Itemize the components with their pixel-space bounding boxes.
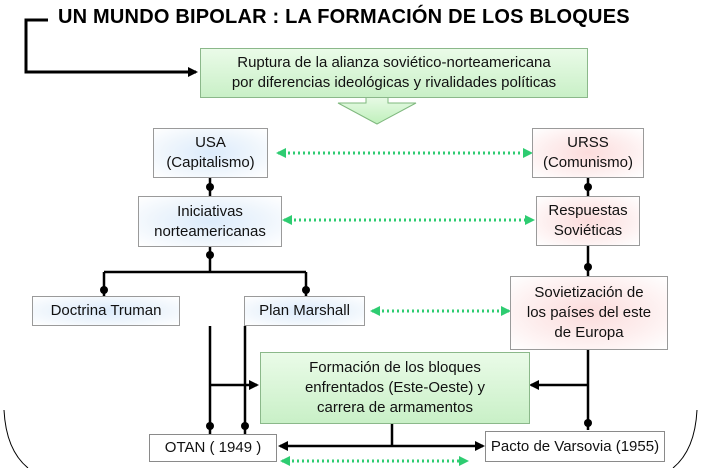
- edge-arc-left: [3, 409, 29, 468]
- node-urss: URSS (Comunismo): [532, 128, 644, 178]
- node-ruptura: Ruptura de la alianza soviético-norteame…: [200, 48, 588, 98]
- node-doctrina-truman: Doctrina Truman: [32, 296, 180, 326]
- node-respuestas: Respuestas Soviéticas: [536, 196, 640, 246]
- page-title: UN MUNDO BIPOLAR : LA FORMACIÓN DE LOS B…: [58, 6, 630, 28]
- edge-arc-right: [672, 409, 698, 468]
- node-plan-marshall: Plan Marshall: [244, 296, 365, 326]
- node-usa: USA (Capitalismo): [153, 128, 268, 178]
- node-otan: OTAN ( 1949 ): [149, 434, 277, 462]
- node-iniciativas: Iniciativas norteamericanas: [138, 196, 282, 247]
- node-pacto-varsovia: Pacto de Varsovia (1955): [485, 431, 665, 462]
- node-sovietizacion: Sovietización de los países del este de …: [510, 276, 668, 350]
- node-formacion-bloques: Formación de los bloques enfrentados (Es…: [260, 352, 530, 424]
- big-down-arrow: [337, 96, 417, 125]
- title-bracket-arrow: [24, 18, 198, 77]
